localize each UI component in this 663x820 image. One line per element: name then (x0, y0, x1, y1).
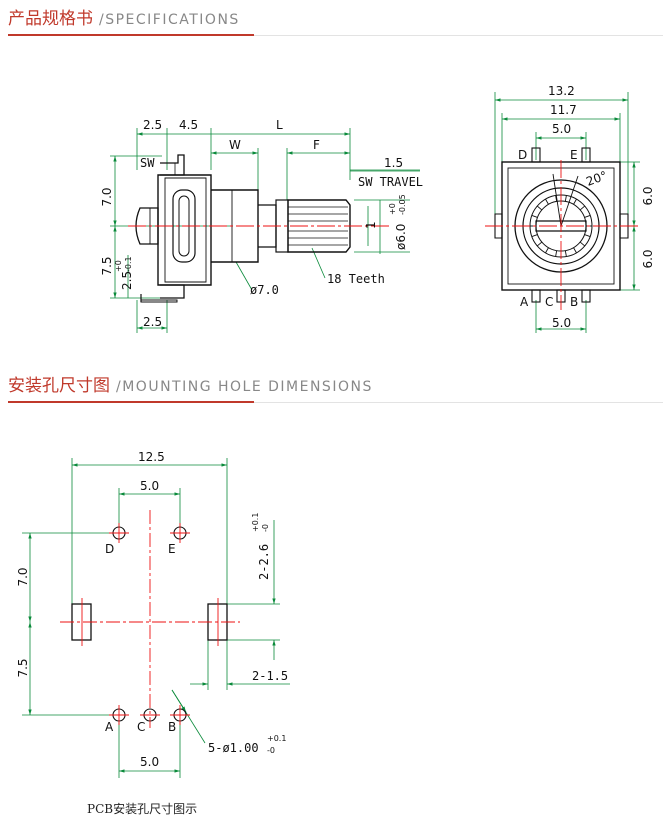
side-view (110, 128, 420, 333)
knurl-tooth (584, 214, 591, 218)
dim-dia6: ø6.0 (394, 224, 408, 250)
tol-holes-minus: -0 (267, 746, 275, 755)
dim-7-5: 7.5 (100, 256, 114, 275)
front-angle-20: 20° (584, 168, 609, 188)
front-pin-C: C (545, 295, 553, 309)
front-view-labels: 13.2 11.7 5.0 D E 20° 6.0 6.0 A C B 5.0 (518, 84, 655, 330)
dim-5-0-front-top: 5.0 (552, 122, 571, 136)
front-dim-lines (494, 92, 640, 333)
tol-slot-plus: +0.1 (251, 513, 260, 532)
tol-holes-plus: +0.1 (267, 734, 286, 743)
mount-section-title: 安装孔尺寸图/MOUNTING HOLE DIMENSIONS (8, 371, 373, 396)
tol-slot-minus: -0 (261, 524, 270, 532)
dim-11-7: 11.7 (550, 103, 577, 117)
knurl-tooth (555, 250, 558, 257)
front-pin-B: B (570, 295, 578, 309)
mount-dim-lines (22, 458, 290, 778)
mount-pin-C: C (137, 720, 145, 734)
dim-5-0-front-bottom: 5.0 (552, 316, 571, 330)
knurl-tooth (545, 247, 549, 254)
tol-dia6-plus: +0 (388, 203, 397, 215)
dim-slot: 2-2.6 (257, 544, 271, 580)
front-pin-D: D (518, 148, 527, 162)
pcb-caption: PCB安装孔尺寸图示 (87, 802, 198, 816)
spec-title-en: /SPECIFICATIONS (99, 12, 240, 28)
spec-section-title: 产品规格书/SPECIFICATIONS (8, 4, 240, 29)
dim-holes: 5-ø1.00 (208, 741, 259, 755)
dim-5-0-mount-bottom: 5.0 (140, 755, 159, 769)
side-dim-lines (110, 128, 420, 333)
dim-7-5-mount: 7.5 (16, 658, 30, 677)
dim-1-5: 1.5 (384, 156, 403, 170)
knurl-tooth (564, 250, 567, 257)
sw-label: SW (140, 156, 155, 170)
knurl-tooth (545, 198, 549, 205)
dim-2-5-side: 2.5 (120, 271, 134, 290)
mount-pin-B: B (168, 720, 176, 734)
dim-F: F (313, 138, 320, 152)
dim-W: W (229, 138, 241, 152)
dim-12-5: 12.5 (138, 450, 165, 464)
knurl-tooth (584, 234, 591, 238)
mount-pin-D: D (105, 542, 114, 556)
mount-view-labels: 12.5 5.0 D E 7.0 7.5 2-2.6 +0.1 -0 2-1.5… (16, 450, 288, 769)
dim-dia7: ø7.0 (250, 283, 279, 297)
front-pin-A: A (520, 295, 529, 309)
knurl-tooth (573, 247, 577, 254)
knurl-tooth (531, 234, 538, 238)
teeth-label: 18 Teeth (327, 272, 385, 286)
dim-7-0: 7.0 (100, 187, 114, 206)
mount-title-underline (8, 401, 254, 403)
dim-slot-width: 2-1.5 (252, 669, 288, 683)
knurl-tooth (536, 205, 543, 211)
dim-4-5: 4.5 (179, 118, 198, 132)
dim-5-0-mount-top: 5.0 (140, 479, 159, 493)
knurl-tooth (531, 214, 538, 218)
dim-7-0-mount: 7.0 (16, 567, 30, 586)
mount-pin-E: E (168, 542, 176, 556)
knurl-tooth (555, 195, 558, 202)
knurl-tooth (573, 198, 577, 205)
tol-dia6-minus: -0.05 (398, 194, 407, 215)
front-view (485, 92, 640, 333)
mount-view (22, 458, 290, 778)
mount-pin-A: A (105, 720, 114, 734)
mount-title-rule (254, 402, 663, 403)
dim-2-5-top: 2.5 (143, 118, 162, 132)
knurl-tooth (579, 205, 586, 211)
spec-title-rule (254, 35, 663, 36)
knurl-tooth (536, 241, 543, 247)
tol-2-5-minus: -0.1 (124, 256, 133, 272)
knurl-tooth (564, 195, 567, 202)
spec-title-underline (8, 34, 254, 36)
mount-title-cn: 安装孔尺寸图 (8, 376, 110, 396)
dim-13-2: 13.2 (548, 84, 575, 98)
dim-2-5-bottom: 2.5 (143, 315, 162, 329)
side-view-labels: 2.5 4.5 L W F 1.5 SW SW TRAVEL 7.0 7.5 2… (100, 118, 423, 329)
dim-1: 1 (364, 221, 378, 229)
tol-2-5-plus: +0 (114, 260, 123, 272)
sw-travel-label: SW TRAVEL (358, 175, 423, 189)
dim-L: L (276, 118, 283, 132)
front-pin-E: E (570, 148, 578, 162)
dim-6-0-upper: 6.0 (641, 186, 655, 205)
mount-title-en: /MOUNTING HOLE DIMENSIONS (116, 379, 373, 395)
spec-title-cn: 产品规格书 (8, 9, 93, 29)
dim-6-0-lower: 6.0 (641, 249, 655, 268)
knurl-tooth (579, 241, 586, 247)
